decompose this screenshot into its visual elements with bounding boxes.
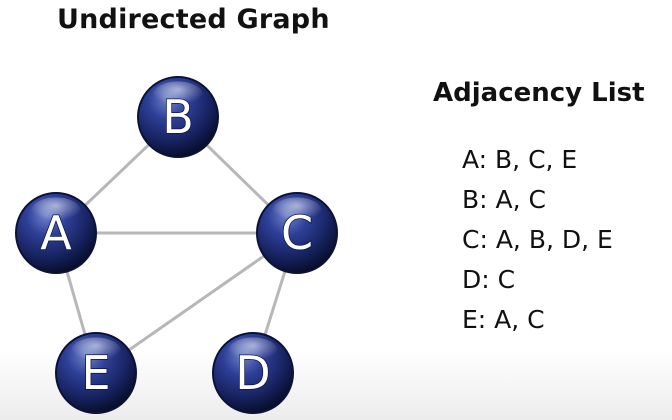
- node-d-label: D: [235, 346, 270, 400]
- node-c: C: [256, 192, 338, 274]
- node-a: A: [15, 192, 97, 274]
- node-a-label: A: [40, 206, 72, 260]
- node-e-label: E: [81, 346, 110, 400]
- node-b-label: B: [162, 90, 194, 144]
- adjacency-entry-c: C: A, B, D, E: [462, 225, 613, 254]
- adjacency-entry-a: A: B, C, E: [462, 145, 578, 174]
- adjacency-entry-b: B: A, C: [462, 185, 546, 214]
- node-b: B: [137, 76, 219, 158]
- node-e-highlight: [71, 337, 121, 365]
- node-d-highlight: [228, 337, 278, 365]
- node-b-highlight: [153, 81, 203, 109]
- node-c-highlight: [272, 197, 322, 225]
- adjacency-list: A: B, C, E B: A, C C: A, B, D, E D: C E:…: [462, 140, 613, 340]
- node-e: E: [55, 332, 137, 414]
- node-d: D: [212, 332, 294, 414]
- nodes: A B C D E: [15, 76, 338, 414]
- node-a-highlight: [31, 197, 81, 225]
- adjacency-entry-d: D: C: [462, 265, 516, 294]
- adjacency-list-title: Adjacency List: [433, 78, 645, 108]
- graph-title: Undirected Graph: [57, 4, 330, 35]
- adjacency-entry-e: E: A, C: [462, 305, 545, 334]
- node-c-label: C: [281, 206, 313, 260]
